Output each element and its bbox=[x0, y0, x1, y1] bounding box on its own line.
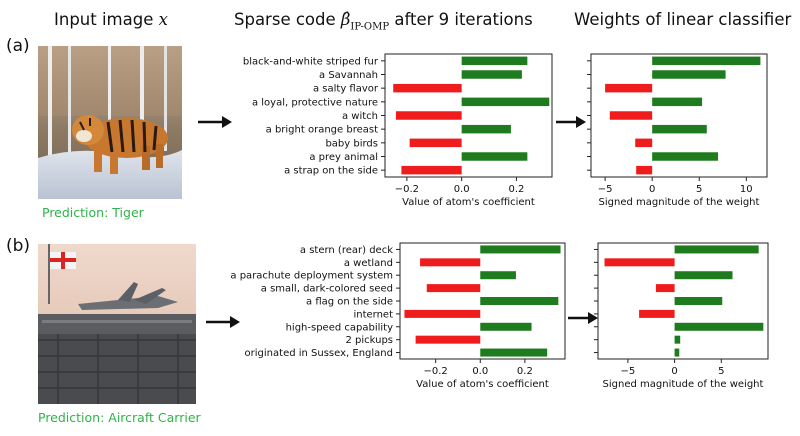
chart-b-coef-bar-2 bbox=[480, 271, 516, 280]
header-sparse-suffix: after 9 iterations bbox=[389, 10, 533, 29]
header-input-text: Input image bbox=[54, 10, 154, 29]
header-input-image: Input image x bbox=[54, 10, 168, 29]
prediction-tiger: Prediction: Tiger bbox=[42, 205, 144, 220]
chart-a-coef-bar-1 bbox=[461, 70, 522, 79]
chart-b-coef-bar-4 bbox=[480, 297, 559, 305]
chart-b-weight-xtick-label-0: −5 bbox=[621, 366, 636, 377]
chart-b-weight-xlabel: Signed magnitude of the weight bbox=[603, 379, 764, 390]
chart-a-coef-category-label-7: a prey animal bbox=[309, 152, 378, 163]
chart-b-coef-category-label-2: a parachute deployment system bbox=[230, 271, 393, 282]
prediction-aircraft-carrier: Prediction: Aircraft Carrier bbox=[38, 410, 201, 425]
chart-a-coef-bar-7 bbox=[461, 152, 528, 161]
chart-b-weight-bar-2 bbox=[674, 271, 733, 280]
chart-b-weight-bar-3 bbox=[655, 284, 675, 293]
chart-b-weight-xtick-label-2: 5 bbox=[718, 366, 724, 377]
chart-b-coef-xlabel: Value of atom's coefficient bbox=[416, 379, 549, 390]
chart-b-weight-bar-4 bbox=[674, 297, 723, 305]
chart-b-coef-bar-0 bbox=[480, 245, 561, 254]
tiger-photo bbox=[38, 46, 182, 199]
chart-a-coef-bar-0 bbox=[461, 56, 528, 66]
chart-b-coef-bar-6 bbox=[480, 322, 532, 331]
chart-a-coef-category-label-2: a salty flavor bbox=[313, 84, 379, 95]
arrow-code-to-weights-a bbox=[556, 116, 586, 128]
chart-b-coef-category-label-7: 2 pickups bbox=[345, 335, 393, 346]
chart-a-weight-bar-3 bbox=[652, 97, 703, 107]
chart-a-weight-bar-8 bbox=[636, 165, 653, 175]
panel-label-a: (a) bbox=[6, 36, 30, 56]
chart-a-weight-xtick-label-1: 0 bbox=[649, 184, 655, 195]
panel-label-b: (b) bbox=[6, 236, 31, 256]
chart-b-weight-bar-0 bbox=[674, 245, 759, 254]
chart-a-weight-bar-1 bbox=[652, 70, 726, 79]
chart-b-coef-bar-1 bbox=[420, 258, 481, 267]
chart-a-weight-xtick-label-3: 10 bbox=[740, 184, 753, 195]
chart-a-weight-bar-0 bbox=[652, 56, 761, 66]
header-beta-symbol: β̂ bbox=[340, 10, 351, 29]
chart-a-weight-bar-6 bbox=[635, 138, 653, 148]
chart-a-weight-bar-4 bbox=[609, 111, 653, 120]
chart-a-coef-xtick-label-2: 0.2 bbox=[508, 184, 524, 195]
chart-a-weight-bar-2 bbox=[605, 83, 653, 93]
aircraft-carrier-photo-icon bbox=[38, 244, 196, 404]
chart-a-coef-category-label-0: black-and-white striped fur bbox=[243, 56, 379, 67]
tiger-photo-icon bbox=[38, 46, 182, 199]
chart-a-coef-xtick-label-0: −0.2 bbox=[395, 184, 419, 195]
chart-b-coef-category-label-0: a stern (rear) deck bbox=[300, 245, 393, 256]
chart-b-coef-bar-5 bbox=[404, 309, 481, 318]
aircraft-carrier-photo bbox=[38, 244, 196, 404]
chart-b-coef-category-label-3: a small, dark-colored seed bbox=[261, 284, 393, 295]
header-weights: Weights of linear classifier bbox=[574, 10, 792, 29]
chart-a-coef-bar-8 bbox=[401, 165, 462, 175]
arrow-input-to-code-a bbox=[198, 116, 232, 128]
chart-a-weight-xlabel: Signed magnitude of the weight bbox=[599, 197, 760, 208]
chart-b-coef-category-label-1: a wetland bbox=[344, 258, 393, 269]
header-beta-subscript: IP-OMP bbox=[350, 21, 390, 33]
chart-a-coef-bar-4 bbox=[395, 111, 462, 120]
chart-b-weight-bar-8 bbox=[674, 348, 680, 357]
chart-a-weight-xtick-label-2: 5 bbox=[696, 184, 702, 195]
chart-b-coef-bar-8 bbox=[480, 348, 548, 357]
chart-a-weight-xtick-label-0: −5 bbox=[598, 184, 613, 195]
chart-a-coef-bar-6 bbox=[409, 138, 462, 148]
chart-b-coef-category-label-8: originated in Sussex, England bbox=[245, 348, 393, 359]
chart-a-weight-bar-5 bbox=[652, 124, 707, 134]
chart-b-coef-xtick-label-2: 0.2 bbox=[517, 366, 533, 377]
chart-a-coef-bar-3 bbox=[461, 97, 550, 107]
chart-a-coef-category-label-5: a bright orange breast bbox=[266, 125, 378, 136]
chart-a-coef-category-label-1: a Savannah bbox=[319, 70, 378, 81]
chart-b-weight-xtick-label-1: 0 bbox=[671, 366, 677, 377]
chart-a-coef-category-label-6: baby birds bbox=[325, 138, 378, 149]
chart-b-weight-bar-5 bbox=[639, 309, 675, 318]
chart-a-coef-category-label-8: a strap on the side bbox=[284, 166, 378, 177]
chart-b-coef-bar-7 bbox=[415, 335, 481, 344]
chart-b-weight-bar-6 bbox=[674, 322, 764, 331]
chart-a-coef-bar-2 bbox=[393, 83, 462, 93]
arrow-input-to-code-b bbox=[206, 316, 240, 328]
header-sparse-code: Sparse code β̂IP-OMP after 9 iterations bbox=[234, 10, 533, 32]
chart-b-coef-category-label-5: internet bbox=[353, 309, 393, 320]
chart-b-weight-bar-7 bbox=[674, 335, 681, 344]
chart-a-weight-bar-7 bbox=[652, 152, 719, 161]
chart-a-coef-category-label-4: a witch bbox=[342, 111, 378, 122]
chart-b-coef-category-label-4: a flag on the side bbox=[306, 297, 393, 308]
chart-b-coef-category-label-6: high-speed capability bbox=[286, 322, 394, 333]
header-input-variable: x bbox=[158, 10, 168, 29]
chart-a-coef-xlabel: Value of atom's coefficient bbox=[402, 197, 535, 208]
chart-b-coef-xtick-label-1: 0.0 bbox=[472, 366, 488, 377]
chart-a-coef-xtick-label-1: 0.0 bbox=[454, 184, 470, 195]
chart-b-coef-xtick-label-0: −0.2 bbox=[424, 366, 448, 377]
chart-a-coef-category-label-3: a loyal, protective nature bbox=[252, 97, 378, 108]
chart-b-coef-bar-3 bbox=[426, 284, 481, 293]
arrow-code-to-weights-b bbox=[568, 312, 598, 324]
chart-b-weight-bar-1 bbox=[604, 258, 675, 267]
header-sparse-prefix: Sparse code bbox=[234, 10, 341, 29]
chart-a-coef-bar-5 bbox=[461, 124, 511, 134]
